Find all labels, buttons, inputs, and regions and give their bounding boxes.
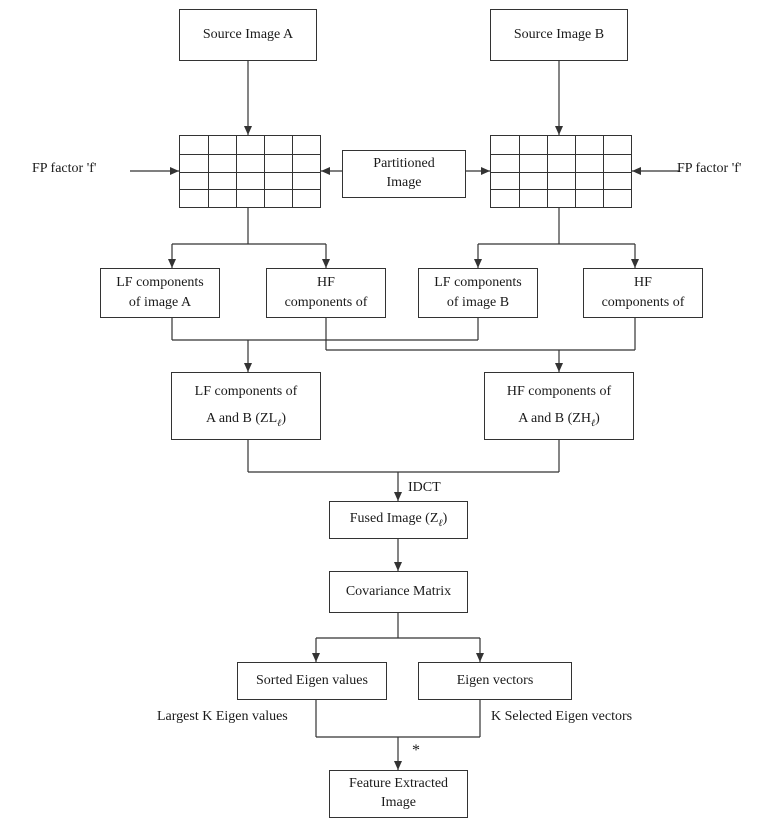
node-fused-image-text: Fused Image (Zℓ): [349, 510, 448, 529]
node-hf-components-b-line1: HF: [634, 274, 652, 290]
node-lf-components-ab-line2: A and B (ZLℓ): [206, 410, 286, 429]
arrow-head-icon: [481, 167, 490, 175]
node-sorted-eigen-values: Sorted Eigen values: [237, 662, 387, 700]
node-lf-components-b: LF components of image B: [418, 268, 538, 318]
arrow-head-icon: [244, 363, 252, 372]
node-source-image-a: Source Image A: [179, 9, 317, 61]
arrow-head-icon: [631, 259, 639, 268]
label-fp-factor-right: FP factor 'f': [677, 161, 742, 176]
node-source-image-b-text: Source Image B: [513, 26, 605, 42]
partition-grid-a-row-line: [180, 153, 320, 155]
arrow-head-icon: [555, 126, 563, 135]
node-partitioned-image: Partitioned Image: [342, 150, 466, 198]
node-hf-components-b: HF components of: [583, 268, 703, 318]
label-largest-k-eigen-values: Largest K Eigen values: [157, 709, 288, 724]
arrow-head-icon: [168, 259, 176, 268]
label-star: *: [412, 742, 420, 759]
partition-grid-a: [179, 135, 321, 208]
node-sorted-eigen-values-text: Sorted Eigen values: [256, 672, 368, 688]
node-lf-components-b-line2: of image B: [446, 295, 510, 310]
label-idct: IDCT: [408, 480, 441, 495]
node-hf-components-a-line2: components of: [284, 295, 368, 310]
partition-grid-b-row-line: [491, 153, 631, 155]
partition-grid-a-row-line: [180, 171, 320, 173]
node-lf-components-a-line1: LF components: [116, 274, 204, 290]
node-hf-components-ab-line1: HF components of: [506, 384, 612, 400]
node-hf-components-a-line1: HF: [317, 274, 335, 290]
partition-grid-b-row-line: [491, 189, 631, 191]
node-hf-components-a: HF components of: [266, 268, 386, 318]
node-source-image-b: Source Image B: [490, 9, 628, 61]
arrow-head-icon: [476, 653, 484, 662]
arrow-head-icon: [312, 653, 320, 662]
arrow-head-icon: [632, 167, 641, 175]
node-covariance-matrix-text: Covariance Matrix: [345, 583, 452, 599]
node-partitioned-image-line2: Image: [386, 175, 422, 190]
node-feature-extracted-image: Feature Extracted Image: [329, 770, 468, 818]
label-fp-factor-left: FP factor 'f': [32, 161, 97, 176]
label-k-selected-eigen-vectors: K Selected Eigen vectors: [491, 709, 633, 724]
node-hf-components-b-line2: components of: [601, 295, 685, 310]
arrow-head-icon: [322, 259, 330, 268]
arrow-head-icon: [394, 761, 402, 770]
node-lf-components-ab: LF components of A and B (ZLℓ): [171, 372, 321, 440]
arrow-head-icon: [321, 167, 330, 175]
node-fused-image: Fused Image (Zℓ): [329, 501, 468, 539]
node-hf-components-ab: HF components of A and B (ZHℓ): [484, 372, 634, 440]
node-feature-extracted-image-line1: Feature Extracted: [348, 776, 449, 792]
node-lf-components-a: LF components of image A: [100, 268, 220, 318]
node-lf-components-b-line1: LF components: [434, 274, 522, 290]
node-source-image-a-text: Source Image A: [202, 26, 294, 42]
arrow-head-icon: [394, 562, 402, 571]
node-covariance-matrix: Covariance Matrix: [329, 571, 468, 613]
arrow-head-icon: [170, 167, 179, 175]
partition-grid-b-row-line: [491, 171, 631, 173]
partition-grid-a-row-line: [180, 189, 320, 191]
arrow-head-icon: [244, 126, 252, 135]
node-eigen-vectors: Eigen vectors: [418, 662, 572, 700]
node-eigen-vectors-text: Eigen vectors: [456, 672, 534, 688]
arrow-head-icon: [555, 363, 563, 372]
node-partitioned-image-line1: Partitioned: [373, 156, 435, 172]
arrow-head-icon: [394, 492, 402, 501]
arrow-head-icon: [474, 259, 482, 268]
node-lf-components-ab-line1: LF components of: [194, 384, 298, 400]
node-feature-extracted-image-line2: Image: [381, 795, 416, 810]
partition-grid-b: [490, 135, 632, 208]
node-lf-components-a-line2: of image A: [128, 295, 192, 310]
node-hf-components-ab-line2: A and B (ZHℓ): [518, 410, 600, 429]
